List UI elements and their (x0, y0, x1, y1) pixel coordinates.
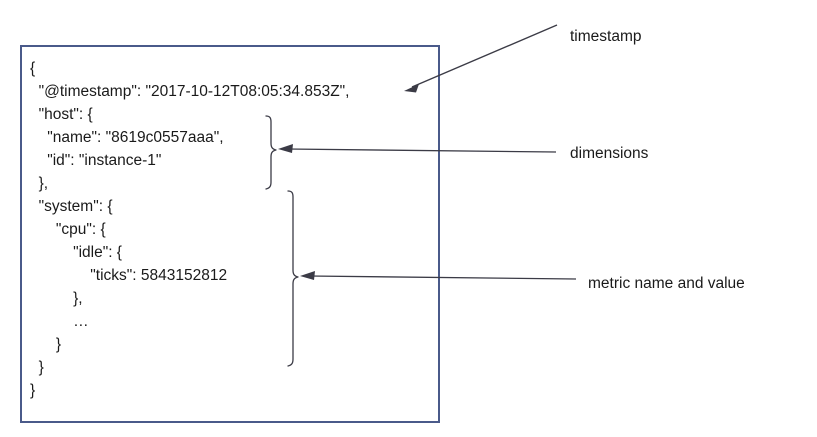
annotation-label-metric: metric name and value (588, 275, 745, 292)
json-document-box: { "@timestamp": "2017-10-12T08:05:34.853… (20, 45, 440, 423)
annotation-label-dimensions: dimensions (570, 145, 649, 162)
json-document-text: { "@timestamp": "2017-10-12T08:05:34.853… (30, 60, 350, 399)
annotation-label-timestamp: timestamp (570, 28, 642, 45)
